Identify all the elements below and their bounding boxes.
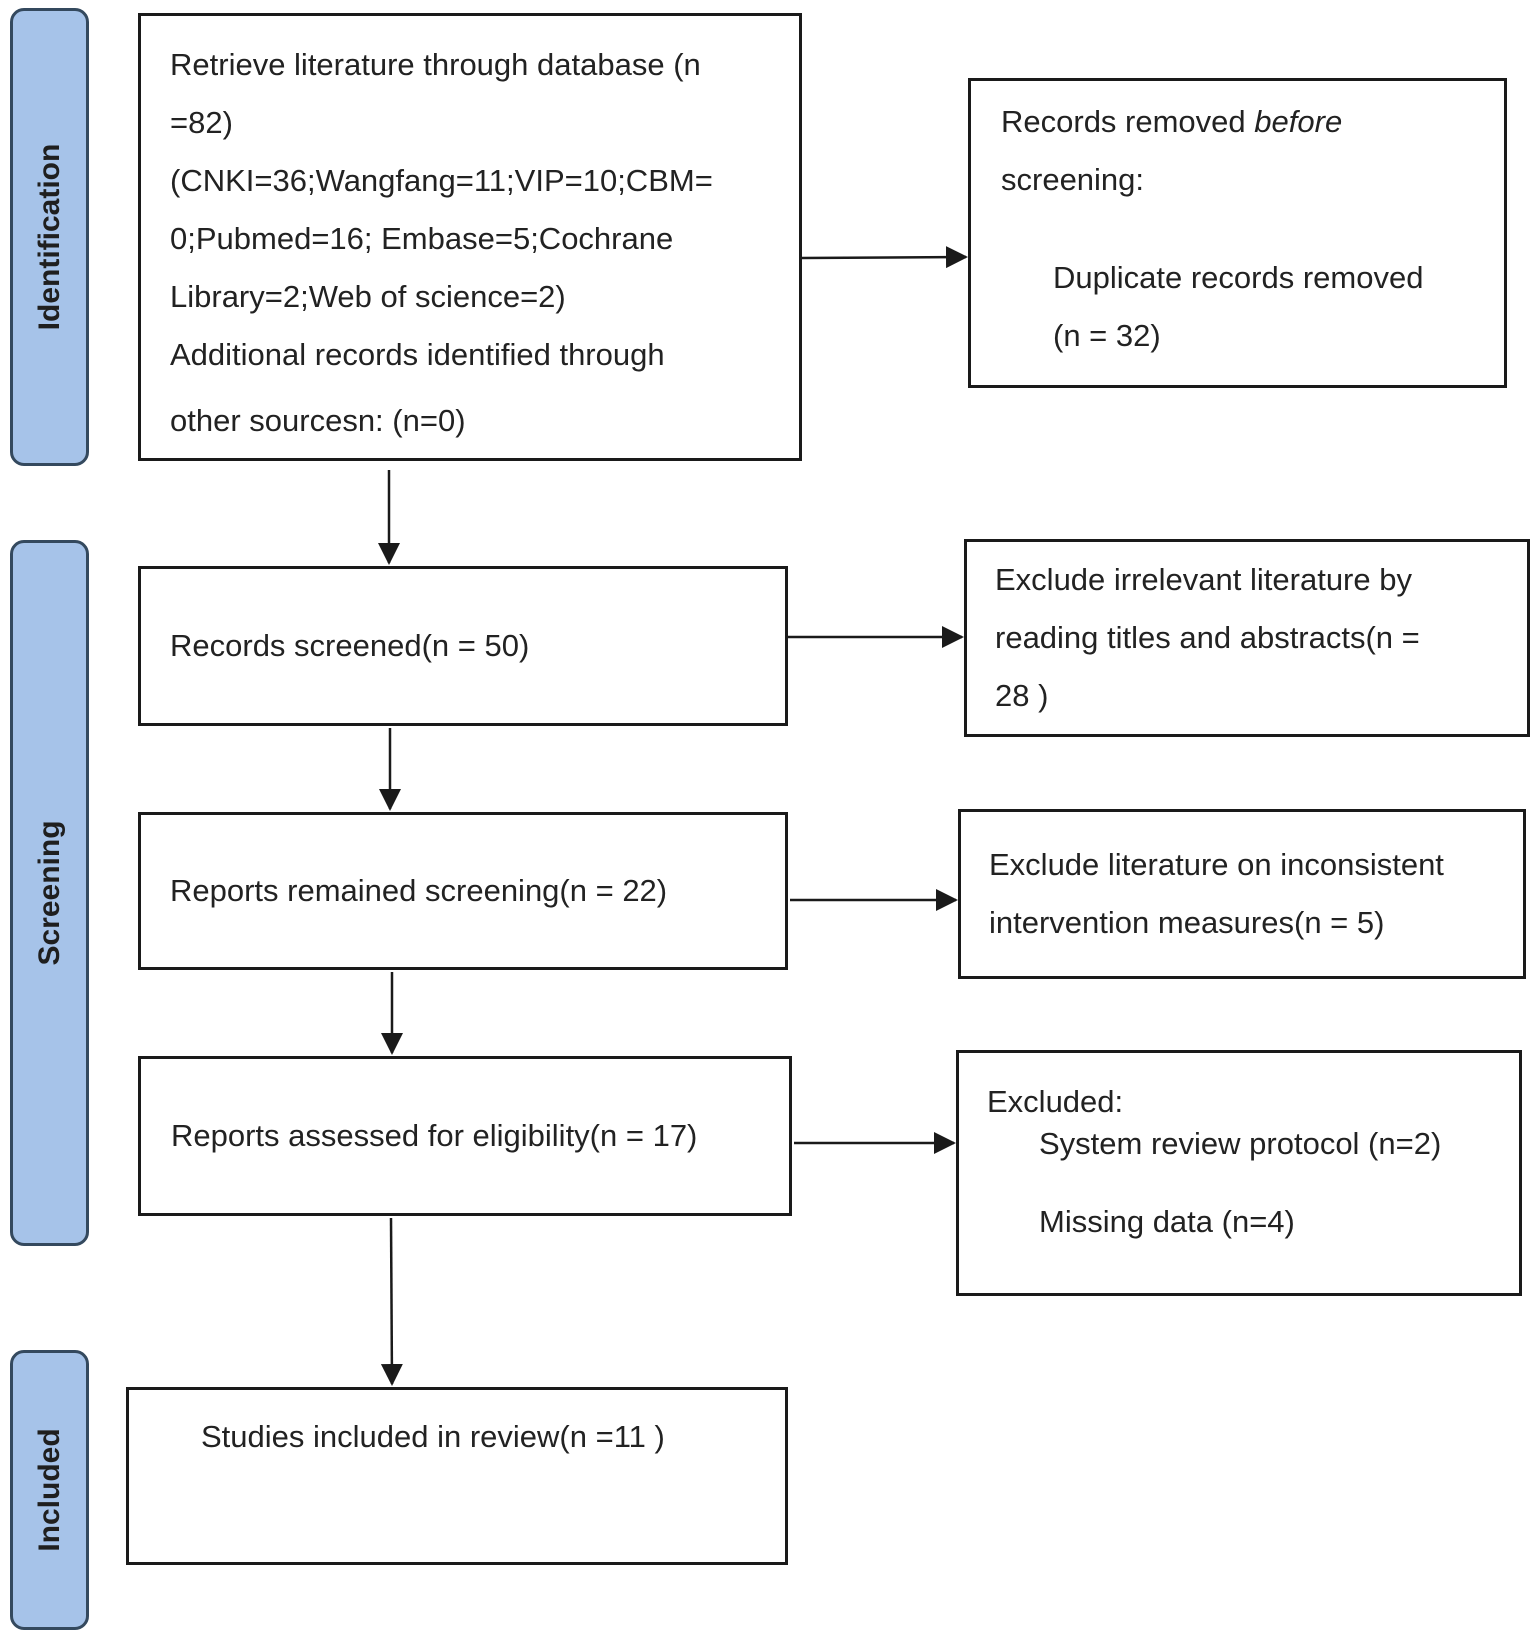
excluded-titles-line-2: reading titles and abstracts(n = [995,620,1420,655]
arrow-identification-to-removed [801,246,968,269]
phase-screening: Screening [10,540,89,1246]
removed-line-1: Records removed before [1001,93,1504,151]
screened-text: Records screened(n = 50) [170,628,530,663]
excluded-titles-box: Exclude irrelevant literature by reading… [964,539,1530,737]
identification-line-1: Retrieve literature through database (n [170,47,701,82]
identification-line-2: =82) [170,105,233,140]
identification-line-6: Additional records identified through [170,337,665,372]
identification-box: Retrieve literature through database (n … [138,13,802,461]
identification-line-7: other sourcesn: (n=0) [170,403,466,438]
excluded-intervention-box: Exclude literature on inconsistent inter… [958,809,1526,979]
removed-line-4: (n = 32) [1053,318,1161,353]
excluded-titles-line-3: 28 ) [995,678,1049,713]
removed-line-2: screening: [1001,162,1145,197]
remained-box: Reports remained screening(n = 22) [138,812,788,970]
eligibility-text: Reports assessed for eligibility(n = 17) [171,1118,698,1153]
removed-line-3: Duplicate records removed [1053,260,1424,295]
excluded-titles-line-1: Exclude irrelevant literature by [995,562,1412,597]
removed-box: Records removed before screening: Duplic… [968,78,1507,388]
excluded-eligibility-item-2: Missing data (n=4) [1039,1204,1295,1239]
included-text: Studies included in review(n =11 ) [201,1419,665,1454]
excluded-eligibility-box: Excluded: System review protocol (n=2) M… [956,1050,1522,1296]
phase-identification: Identification [10,8,89,466]
removed-line-1-italic: before [1254,104,1343,139]
screened-box: Records screened(n = 50) [138,566,788,726]
remained-text: Reports remained screening(n = 22) [170,873,668,908]
excluded-eligibility-title: Excluded: [987,1084,1124,1119]
identification-line-4: 0;Pubmed=16; Embase=5;Cochrane [170,221,674,256]
phase-included: Included [10,1350,89,1630]
removed-line-1-prefix: Records removed [1001,104,1255,139]
arrow-eligibility-to-included [380,1217,403,1386]
excluded-intervention-line-2: intervention measures(n = 5) [989,905,1385,940]
eligibility-box: Reports assessed for eligibility(n = 17) [138,1056,792,1216]
identification-line-5: Library=2;Web of science=2) [170,279,566,314]
included-box: Studies included in review(n =11 ) [126,1387,788,1565]
excluded-intervention-line-1: Exclude literature on inconsistent [989,847,1444,882]
excluded-eligibility-item-1: System review protocol (n=2) [1039,1126,1442,1161]
identification-line-3: (CNKI=36;Wangfang=11;VIP=10;CBM= [170,163,713,198]
